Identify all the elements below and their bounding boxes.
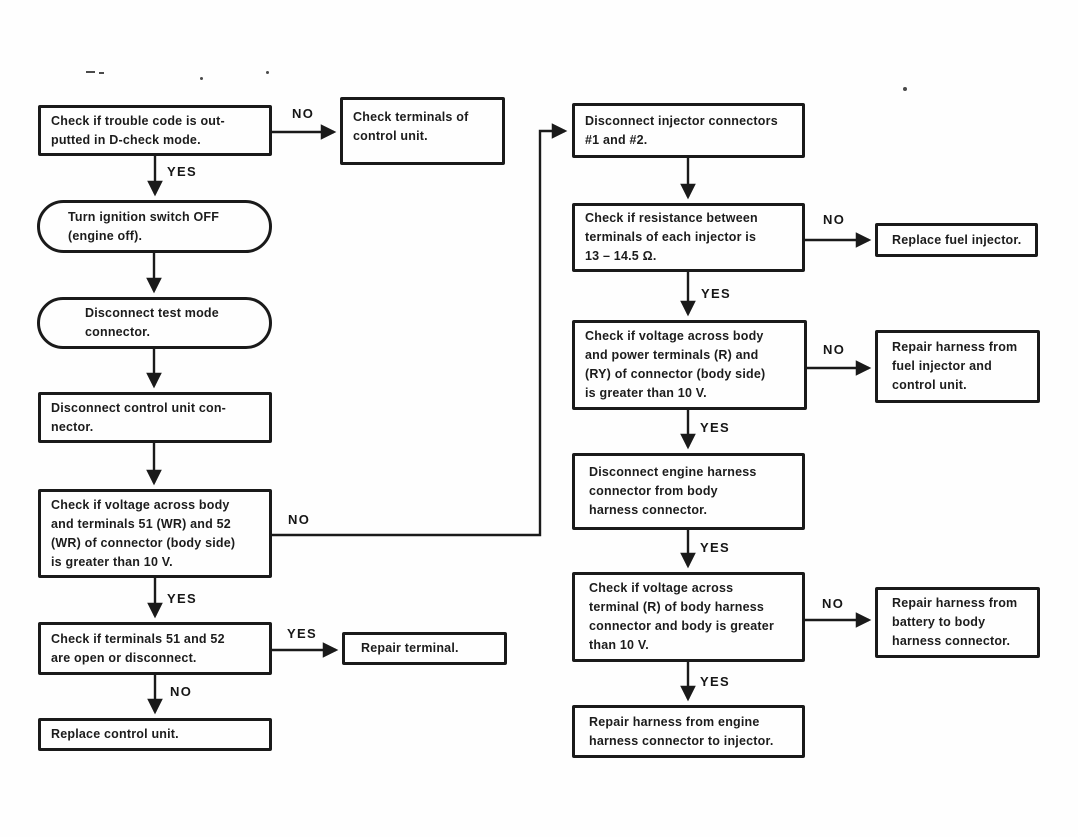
flow-node-check-injector-resistance: Check if resistance between terminals of… — [572, 203, 805, 272]
node-text: Repair harness from engine harness conne… — [589, 714, 774, 748]
flow-node-repair-terminal: Repair terminal. — [342, 632, 507, 665]
node-text: Repair harness from fuel injector and co… — [892, 340, 1018, 392]
node-text: Check if resistance between terminals of… — [585, 211, 758, 263]
node-text: Replace fuel injector. — [892, 232, 1022, 247]
flow-node-turn-ignition-off: Turn ignition switch OFF (engine off). — [37, 200, 272, 253]
edge-label-yes: YES — [700, 674, 730, 689]
edge-label-yes: YES — [700, 540, 730, 555]
edge-label-yes: YES — [287, 626, 317, 641]
flow-node-disconnect-test-mode: Disconnect test mode connector. — [37, 297, 272, 349]
edge-label-no: NO — [823, 212, 846, 227]
node-text: Replace control unit. — [51, 727, 179, 741]
flow-node-check-trouble-code: Check if trouble code is out- putted in … — [38, 105, 272, 156]
node-text: Check terminals of control unit. — [353, 110, 469, 143]
node-text: Disconnect engine harness connector from… — [589, 465, 757, 517]
node-text: Turn ignition switch OFF (engine off). — [68, 209, 220, 243]
node-text: Repair harness from battery to body harn… — [892, 596, 1018, 648]
node-text: Disconnect test mode connector. — [85, 306, 219, 339]
node-text: Check if voltage across terminal (R) of … — [589, 581, 775, 652]
edge-label-yes: YES — [700, 420, 730, 435]
node-text: Check if voltage across body and power t… — [585, 329, 766, 400]
node-text: Check if terminals 51 and 52 are open or… — [51, 631, 225, 665]
node-text: Check if trouble code is out- putted in … — [51, 113, 225, 147]
scan-speck — [86, 71, 95, 73]
flow-node-disconnect-injector-connectors: Disconnect injector connectors #1 and #2… — [572, 103, 805, 158]
flow-node-repair-harness-engine: Repair harness from engine harness conne… — [572, 705, 805, 758]
flow-node-check-voltage-51-52: Check if voltage across body and termina… — [38, 489, 272, 578]
flow-node-replace-fuel-injector: Replace fuel injector. — [875, 223, 1038, 257]
edge-label-yes: YES — [167, 164, 197, 179]
flow-node-repair-harness-injector: Repair harness from fuel injector and co… — [875, 330, 1040, 403]
scan-speck — [266, 71, 269, 74]
flow-node-repair-harness-battery: Repair harness from battery to body harn… — [875, 587, 1040, 658]
scan-speck — [99, 72, 104, 74]
flow-node-replace-control-unit: Replace control unit. — [38, 718, 272, 751]
node-text: Disconnect injector connectors #1 and #2… — [585, 113, 778, 147]
edge-label-no: NO — [823, 342, 846, 357]
edge-label-yes: YES — [167, 591, 197, 606]
flow-node-check-terminals-control-unit: Check terminals of control unit. — [340, 97, 505, 165]
edge-label-no: NO — [292, 106, 315, 121]
flow-node-check-voltage-power-terminals: Check if voltage across body and power t… — [572, 320, 807, 410]
edge-label-yes: YES — [701, 286, 731, 301]
edge-label-no: NO — [822, 596, 845, 611]
flow-node-disconnect-engine-harness: Disconnect engine harness connector from… — [572, 453, 805, 530]
scan-speck — [903, 87, 907, 91]
node-text: Repair terminal. — [361, 641, 459, 655]
flow-node-disconnect-control-unit-connector: Disconnect control unit con- nector. — [38, 392, 272, 443]
flow-node-check-voltage-terminal-r: Check if voltage across terminal (R) of … — [572, 572, 805, 662]
scan-speck — [200, 77, 203, 80]
node-text: Disconnect control unit con- nector. — [51, 400, 227, 434]
node-text: Check if voltage across body and termina… — [51, 497, 236, 569]
edge-no-to-disconnect-injectors — [272, 123, 568, 537]
edge-label-no: NO — [288, 512, 311, 527]
edge-label-no: NO — [170, 684, 193, 699]
flow-node-check-terminals-open: Check if terminals 51 and 52 are open or… — [38, 622, 272, 675]
